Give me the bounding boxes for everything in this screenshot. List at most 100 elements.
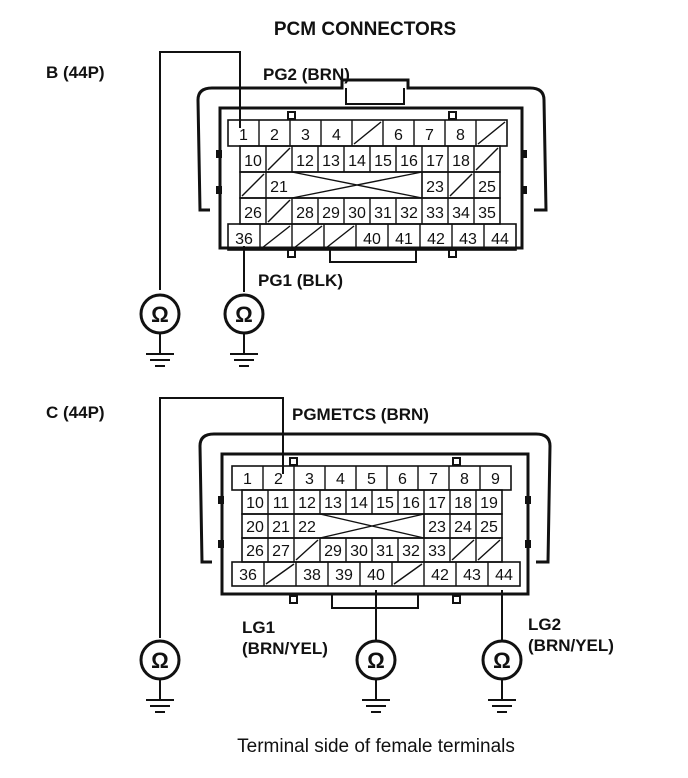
ohm-symbol-b-left: Ω [151, 302, 169, 327]
connector-b-terminal-23: 23 [426, 179, 444, 196]
connector-c-terminal-31: 31 [376, 543, 394, 560]
connector-b-empty-cavity [267, 199, 291, 223]
connector-c-terminal-26: 26 [246, 543, 264, 560]
connector-c-terminal-11: 11 [273, 495, 290, 512]
connector-b-empty-cavity [293, 225, 323, 249]
connector-c-terminal-21: 21 [272, 519, 290, 536]
connector-c-terminal-19: 19 [480, 495, 498, 512]
connector-c-terminal-7: 7 [429, 471, 438, 488]
connector-c-terminal-18: 18 [454, 495, 472, 512]
connector-b-terminal-32: 32 [400, 205, 418, 222]
connector-c-terminal-3: 3 [305, 471, 314, 488]
connector-c-empty-cavity [265, 563, 295, 585]
connector-b-terminal-42: 42 [427, 231, 445, 248]
connector-c-terminal-16: 16 [402, 495, 420, 512]
connector-b-housing [196, 78, 548, 263]
connector-c-terminal-38: 38 [303, 567, 321, 584]
connector-b-terminal-18: 18 [452, 153, 470, 170]
ohm-symbol-b-right: Ω [235, 302, 253, 327]
connector-b-terminal-4: 4 [332, 127, 341, 144]
connector-c-pgmetcs-label: PGMETCS (BRN) [292, 405, 429, 424]
connector-b-terminal-40: 40 [363, 231, 381, 248]
connector-b-terminal-13: 13 [322, 153, 340, 170]
connector-c-terminal-39: 39 [335, 567, 353, 584]
connector-c-terminal-10: 10 [246, 495, 264, 512]
connector-c-terminal-8: 8 [460, 471, 469, 488]
connector-b-terminal-1: 1 [239, 127, 248, 144]
connector-b-terminal-14: 14 [348, 153, 366, 170]
connector-b-probe-wires [159, 51, 245, 292]
ohm-symbol-c-middle: Ω [367, 648, 385, 673]
connector-c-terminal-32: 32 [402, 543, 420, 560]
connector-c-terminal-1: 1 [243, 471, 252, 488]
ohmmeter-b-right: Ω [223, 293, 265, 367]
connector-b-terminal-36: 36 [235, 231, 253, 248]
connector-c-terminal-15: 15 [376, 495, 394, 512]
connector-c-terminal-6: 6 [398, 471, 407, 488]
ohmmeter-c-right: Ω [481, 639, 523, 713]
connector-b-terminal-44: 44 [491, 231, 509, 248]
connector-b-empty-cavity [475, 147, 499, 171]
connector-c-terminal-5: 5 [367, 471, 376, 488]
connector-c-terminal-27: 27 [272, 543, 290, 560]
connector-b-terminal-41: 41 [395, 231, 413, 248]
connector-c-empty-cavity [451, 539, 475, 561]
connector-b-terminal-34: 34 [452, 205, 470, 222]
connector-b-terminal-31: 31 [374, 205, 392, 222]
connector-b-terminal-8: 8 [456, 127, 465, 144]
ohm-symbol-c-right: Ω [493, 648, 511, 673]
connector-b-terminal-16: 16 [400, 153, 418, 170]
connector-c-terminal-13: 13 [324, 495, 342, 512]
connector-c-terminal-12: 12 [298, 495, 316, 512]
connector-c-terminal-33: 33 [428, 543, 446, 560]
connector-c-probe-wires [159, 397, 503, 640]
connector-b-terminal-2: 2 [270, 127, 279, 144]
connector-c-lg1-label-line1: LG1 [242, 618, 275, 637]
connector-b-terminal-30: 30 [348, 205, 366, 222]
connector-b-empty-cavity [325, 225, 355, 249]
connector-b-terminal-15: 15 [374, 153, 392, 170]
connector-b-terminal-6: 6 [394, 127, 403, 144]
connector-c-empty-cavity [295, 539, 319, 561]
connector-c-lg1-label-line2: (BRN/YEL) [242, 639, 328, 658]
connector-c-lg2-label-line2: (BRN/YEL) [528, 636, 614, 655]
connector-b-pg2-label: PG2 (BRN) [263, 65, 350, 84]
connector-c-terminal-30: 30 [350, 543, 368, 560]
connector-c-blocked-section [319, 513, 425, 539]
connector-c-terminal-2: 2 [274, 471, 283, 488]
connector-b-terminal-28: 28 [296, 205, 314, 222]
connector-c-terminal-4: 4 [336, 471, 345, 488]
connector-c-terminal-44: 44 [495, 567, 513, 584]
ohmmeter-c-left: Ω [139, 639, 181, 713]
connector-b-empty-cavity [353, 121, 382, 145]
connector-c-terminal-42: 42 [431, 567, 449, 584]
ohm-symbol-c-left: Ω [151, 648, 169, 673]
connector-c-terminal-22: 22 [298, 519, 316, 536]
connector-b-terminal-3: 3 [301, 127, 310, 144]
connector-b-terminal-29: 29 [322, 205, 340, 222]
connector-b-blocked-section [291, 171, 423, 199]
connector-b-pg1-label: PG1 (BLK) [258, 271, 343, 290]
connector-c-terminal-17: 17 [428, 495, 446, 512]
connector-b-terminal-33: 33 [426, 205, 444, 222]
diagram-caption: Terminal side of female terminals [237, 736, 515, 757]
connector-c-terminal-25: 25 [480, 519, 498, 536]
ohmmeter-b-left: Ω [139, 293, 181, 367]
connector-b-terminal-25: 25 [478, 179, 496, 196]
connector-c-terminal-36: 36 [239, 567, 257, 584]
connector-c-terminal-23: 23 [428, 519, 446, 536]
connector-c-empty-cavity [393, 563, 423, 585]
connector-b-terminal-21: 21 [270, 179, 288, 196]
connector-b-empty-cavity [241, 173, 265, 197]
diagram-title: PCM CONNECTORS [274, 19, 456, 40]
connector-b-terminal-12: 12 [296, 153, 314, 170]
ohmmeter-c-middle: Ω [355, 639, 397, 713]
connector-b-label: B (44P) [46, 63, 105, 82]
connector-c-terminal-20: 20 [246, 519, 264, 536]
connector-b-empty-cavity [267, 147, 291, 171]
connector-c-terminal-14: 14 [350, 495, 368, 512]
connector-c-empty-cavity [477, 539, 501, 561]
